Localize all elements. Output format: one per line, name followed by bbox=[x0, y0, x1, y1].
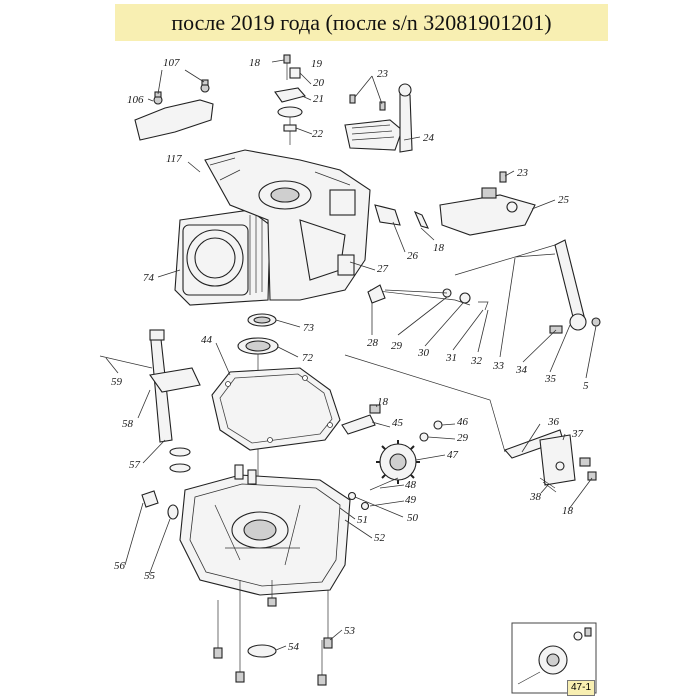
part-label: 73 bbox=[303, 322, 315, 334]
part-label: 47 bbox=[447, 449, 459, 461]
part-label: 25 bbox=[558, 194, 570, 206]
inset-47-1-drawing bbox=[511, 622, 597, 694]
part-label: 56 bbox=[114, 560, 126, 572]
part-label: 49 bbox=[405, 494, 417, 506]
part-label: 26 bbox=[407, 250, 419, 262]
part-label: 55 bbox=[144, 570, 156, 582]
bracket-106-drawing bbox=[134, 79, 214, 141]
part-label: 74 bbox=[143, 272, 155, 284]
part-label: 20 bbox=[313, 77, 325, 89]
inset-label: 47-1 bbox=[567, 680, 595, 696]
part-label: 34 bbox=[515, 364, 528, 376]
part-label: 36 bbox=[547, 416, 560, 428]
leader-lines bbox=[105, 59, 597, 651]
part-label: 27 bbox=[377, 263, 389, 275]
shroud-24-drawing bbox=[344, 83, 413, 153]
part-label: 57 bbox=[129, 459, 141, 471]
part-label: 24 bbox=[423, 132, 435, 144]
part-label: 23 bbox=[377, 68, 389, 80]
part-number-labels: 107 106 117 18 19 20 21 22 23 24 23 25 1… bbox=[111, 57, 589, 653]
part-label: 48 bbox=[405, 479, 417, 491]
small-parts-28-32-drawing bbox=[367, 284, 489, 311]
cover-bolts-53-drawing bbox=[213, 580, 333, 686]
part-label: 46 bbox=[457, 416, 469, 428]
engine-block-drawing bbox=[174, 149, 371, 306]
part-label: 58 bbox=[122, 418, 134, 430]
part-label: 106 bbox=[127, 94, 144, 106]
part-label: 107 bbox=[163, 57, 180, 69]
part-label: 54 bbox=[288, 641, 300, 653]
drain-plug-56-drawing bbox=[141, 490, 179, 520]
crankcase-cover-drawing bbox=[179, 464, 351, 596]
part-label: 18 bbox=[562, 505, 574, 517]
part-label: 18 bbox=[249, 57, 261, 69]
diagram-title: после 2019 года (после s/n 32081901201) bbox=[171, 10, 552, 35]
control-plate-25-drawing bbox=[374, 171, 566, 276]
part-label: 18 bbox=[433, 242, 445, 254]
part-label: 22 bbox=[312, 128, 324, 140]
bracket-37-drawing bbox=[344, 354, 597, 493]
part-label: 50 bbox=[407, 512, 419, 524]
part-label: 21 bbox=[313, 93, 324, 105]
part-label: 35 bbox=[544, 373, 557, 385]
part-label: 117 bbox=[166, 153, 182, 165]
linkage-35-drawing bbox=[369, 239, 601, 334]
part-label: 44 bbox=[201, 334, 213, 346]
part-label: 38 bbox=[529, 491, 542, 503]
dipstick-tube-58-drawing bbox=[99, 329, 201, 473]
part-label: 72 bbox=[302, 352, 314, 364]
part-label: 33 bbox=[492, 360, 505, 372]
governor-gear-47-drawing bbox=[341, 404, 443, 511]
part-label: 32 bbox=[470, 355, 483, 367]
part-label: 18 bbox=[377, 396, 389, 408]
part-label: 29 bbox=[391, 340, 403, 352]
governor-stack-drawing bbox=[274, 54, 306, 145]
part-label: 51 bbox=[357, 514, 368, 526]
part-label: 52 bbox=[374, 532, 386, 544]
part-label: 23 bbox=[517, 167, 529, 179]
part-label: 30 bbox=[417, 347, 430, 359]
part-label: 19 bbox=[311, 58, 323, 70]
part-label: 45 bbox=[392, 417, 404, 429]
part-label: 29 bbox=[457, 432, 469, 444]
part-label: 59 bbox=[111, 376, 123, 388]
part-label: 31 bbox=[445, 352, 457, 364]
part-label: 5 bbox=[583, 380, 589, 392]
part-label: 37 bbox=[571, 428, 584, 440]
part-label: 28 bbox=[367, 337, 379, 349]
oil-seal-54-drawing bbox=[247, 644, 277, 658]
part-label: 53 bbox=[344, 625, 356, 637]
title-banner: после 2019 года (после s/n 32081901201) bbox=[115, 4, 608, 41]
gasket-44-drawing bbox=[211, 367, 341, 451]
